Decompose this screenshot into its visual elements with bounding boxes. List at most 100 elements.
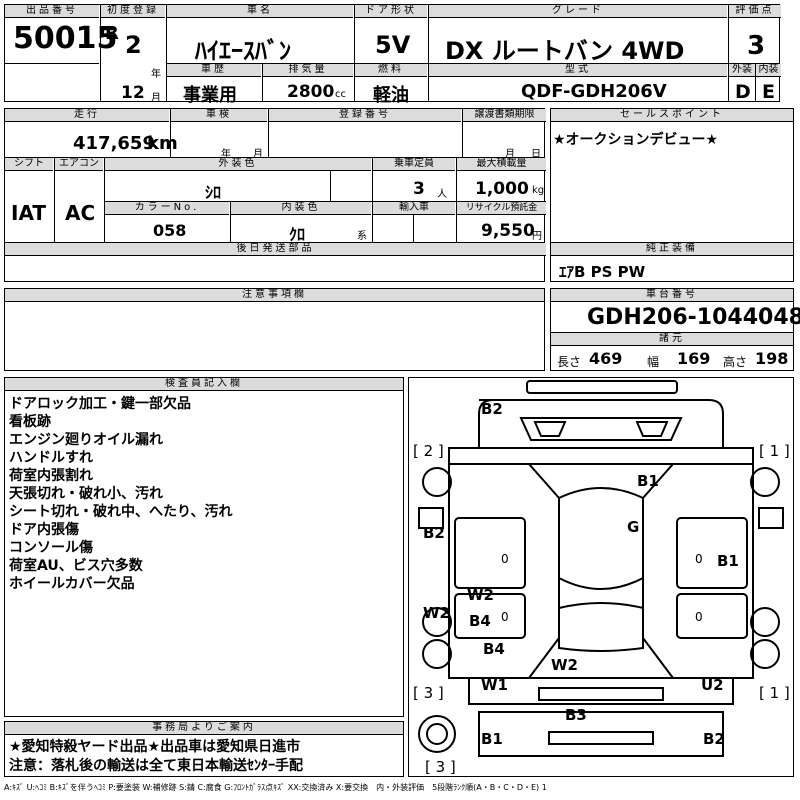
equipment-label: 純正装備 <box>551 243 793 256</box>
recycle-unit: 円 <box>532 231 542 242</box>
sales-point-block: セールスポイント ★オークションデビュー★ 純正装備 ｴｱB PS PW <box>550 108 794 282</box>
inspector-note-line: エンジン廻りオイル漏れ <box>9 432 163 448</box>
chassis-label: 車台番号 <box>551 289 793 302</box>
grade-label: グレード <box>429 5 727 18</box>
shift: IAT <box>11 201 47 225</box>
damage-right-door: B1 <box>717 552 739 570</box>
car-outline <box>418 380 784 757</box>
office-line-2: 注意：落札後の輸送は全て東日本輸送ｾﾝﾀｰ手配 <box>9 758 303 774</box>
damage-hood: B1 <box>637 472 659 490</box>
damage-left-wheel: W2 <box>423 604 450 622</box>
int-color-label: 内装色 <box>231 202 371 215</box>
score-label: 評価点 <box>729 5 781 18</box>
bracket-rear-left: [ 3 ] <box>413 684 444 702</box>
length: 469 <box>589 349 623 368</box>
score: 3 <box>747 31 766 61</box>
ext-color-label: 外装色 <box>105 158 371 171</box>
bracket-front-left: [ 2 ] <box>413 442 444 460</box>
fuel: 軽油 <box>373 85 409 106</box>
era: R <box>105 23 119 44</box>
recycle: 9,550 <box>481 221 535 241</box>
zero-mark-2: 0 <box>695 552 703 566</box>
import-label: 輸入車 <box>373 202 455 215</box>
reg-month-unit: 月 <box>151 93 161 104</box>
height-label: 高さ <box>723 355 748 369</box>
dims-label: 諸元 <box>551 333 793 346</box>
height: 198 <box>755 349 789 368</box>
sales-text: ★オークションデビュー★ <box>553 132 719 148</box>
office-block: 事務局よりご案内 ★愛知特殺ヤード出品★出品車は愛知県日進市 注意：落札後の輸送… <box>4 721 404 777</box>
chassis-number: GDH206-1044048 <box>587 305 800 330</box>
door-label: ドア形状 <box>355 5 427 18</box>
zero-mark-1: 0 <box>501 552 509 566</box>
inspection-label: 車検 <box>171 109 267 122</box>
color-no-label: カラーNo. <box>105 202 229 215</box>
inspector-block: 検査員記入欄 ドアロック加工・鍵一部欠品看板跡エンジン廻りオイル漏れハンドルすれ… <box>4 377 404 717</box>
shift-label: シフト <box>5 158 53 171</box>
first-reg-label: 初度登録 <box>101 5 165 18</box>
int-color-unit: 系 <box>357 231 367 242</box>
lot-number: 50015 <box>13 21 118 56</box>
exterior-grade: D <box>735 81 751 103</box>
mileage-label: 走行 <box>5 109 169 122</box>
chassis-block: 車台番号 GDH206-1044048 諸元 長さ 469 幅 169 高さ 1… <box>550 288 800 371</box>
zero-mark-3: 0 <box>501 610 509 624</box>
transfer-month-unit: 月 <box>505 149 515 160</box>
header-block: 出品番号 50015 初度登録 R 2 年 12 月 車名 ﾊｲｴｰｽﾊﾞﾝ ド… <box>4 4 781 106</box>
inspector-note-line: 看板跡 <box>9 414 51 430</box>
office-line-1: ★愛知特殺ヤード出品★出品車は愛知県日進市 <box>9 739 301 755</box>
reg-year-unit: 年 <box>151 69 161 80</box>
bracket-rear-right: [ 1 ] <box>759 684 790 702</box>
inspector-note-line: ドア内張傷 <box>9 522 79 538</box>
car-name: ﾊｲｴｰｽﾊﾞﾝ <box>195 37 291 65</box>
interior-label: 内装 <box>756 64 781 77</box>
mileage-unit: km <box>147 133 178 154</box>
displacement-unit: cc <box>335 89 346 100</box>
damage-right-rear-wheel: U2 <box>701 676 724 694</box>
max-load: 1,000 <box>475 179 529 199</box>
model: QDF-GDH206V <box>521 81 667 102</box>
interior-grade: E <box>762 81 775 103</box>
damage-left-rear-wheel: W1 <box>481 676 508 694</box>
bracket-rear-bottom: [ 3 ] <box>425 758 456 776</box>
inspector-note-line: シート切れ・破れ中、へたり、汚れ <box>9 504 233 520</box>
damage-left-door-2: B4 <box>469 612 491 630</box>
notes-block: 注意事項欄 <box>4 288 545 371</box>
inspector-note-line: コンソール傷 <box>9 540 93 556</box>
width-label: 幅 <box>647 355 660 369</box>
capacity: 3 <box>413 179 425 199</box>
int-color: ｸﾛ <box>289 225 306 244</box>
model-label: 型式 <box>429 64 727 77</box>
damage-left-door-1: W2 <box>467 586 494 604</box>
bracket-front-right: [ 1 ] <box>759 442 790 460</box>
grade: DX ルートバン 4WD <box>445 37 685 65</box>
transfer-day-unit: 日 <box>531 149 541 160</box>
capacity-unit: 人 <box>437 189 447 200</box>
sales-label: セールスポイント <box>551 109 793 122</box>
mileage: 417,659 <box>73 133 155 154</box>
inspection-month-unit: 月 <box>253 149 263 160</box>
displacement-label: 排気量 <box>263 64 353 77</box>
damage-roof: G <box>627 518 640 536</box>
fuel-label: 燃料 <box>355 64 427 77</box>
inspector-notes: ドアロック加工・鍵一部欠品看板跡エンジン廻りオイル漏れハンドルすれ荷室内張割れ天… <box>9 395 232 593</box>
inspector-note-line: 荷室AU、ビス穴多数 <box>9 558 143 574</box>
inspector-note-line: ハンドルすれ <box>9 450 93 466</box>
notes-label: 注意事項欄 <box>5 289 544 302</box>
damage-rear-bumper: B3 <box>565 706 587 724</box>
displacement: 2800 <box>287 82 335 102</box>
width: 169 <box>677 349 711 368</box>
details-block: 走行 車検 登録番号 譲渡書類期限 417,659 km 年 月 月 日 シフト… <box>4 108 546 282</box>
recycle-label: リサイクル預託金 <box>457 202 546 215</box>
reg-no-label: 登録番号 <box>269 109 461 122</box>
inspector-note-line: ドアロック加工・鍵一部欠品 <box>9 396 191 412</box>
office-label: 事務局よりご案内 <box>5 722 403 735</box>
door-type: 5V <box>375 31 411 59</box>
capacity-label: 乗車定員 <box>373 158 455 171</box>
inspection-year-unit: 年 <box>221 149 231 160</box>
lot-label: 出品番号 <box>5 5 99 18</box>
inspector-note-line: ホイールカバー欠品 <box>9 576 135 592</box>
legend: A:ｷｽﾞ U:ﾍｺﾐ B:ｷｽﾞを伴うﾍｺﾐ P:要塗装 W:補修跡 S:錆 … <box>4 783 547 792</box>
equipment: ｴｱB PS PW <box>559 263 646 281</box>
length-label: 長さ <box>557 355 582 369</box>
